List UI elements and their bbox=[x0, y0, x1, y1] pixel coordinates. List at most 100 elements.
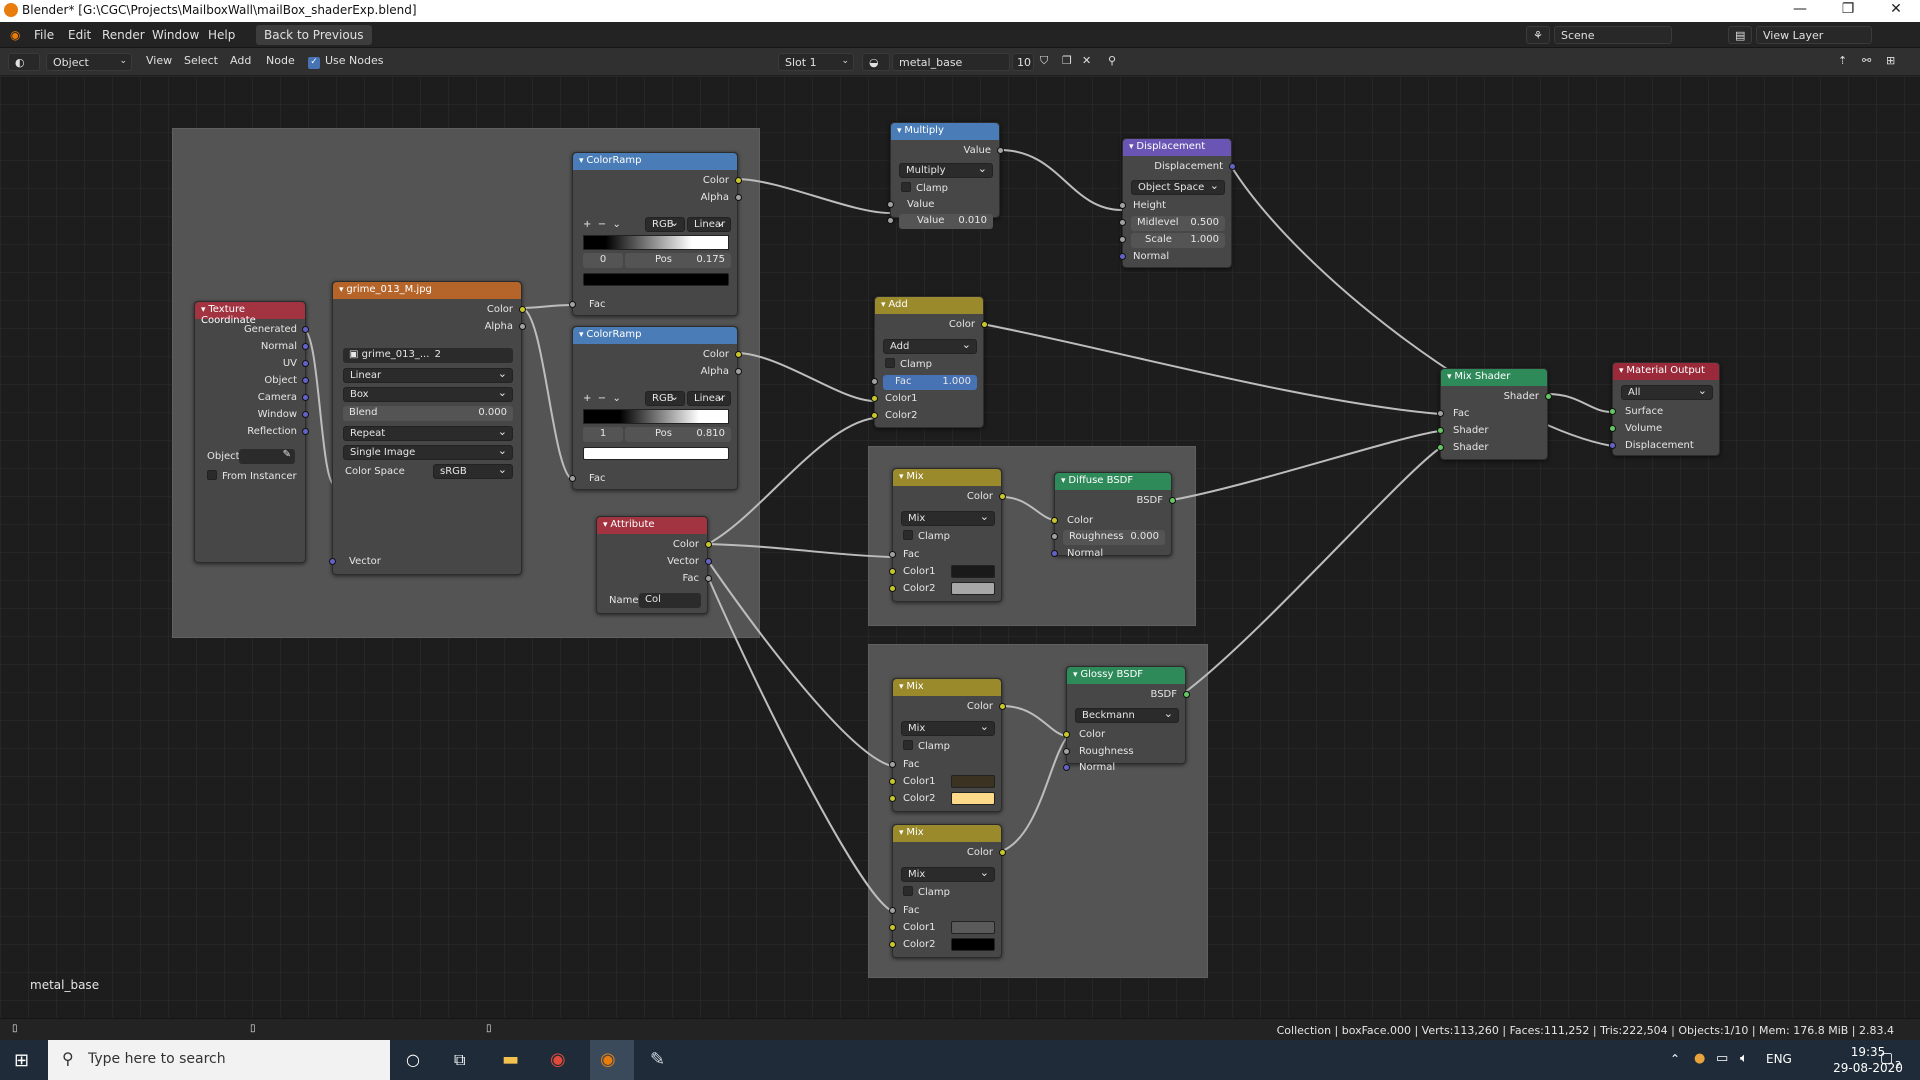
socket[interactable] bbox=[705, 541, 712, 548]
node-material-output[interactable]: Material Output All Surface Volume Displ… bbox=[1609, 362, 1720, 456]
node-mix-shader[interactable]: Mix Shader Shader Fac Shader Shader bbox=[1437, 368, 1552, 460]
node-image-texture[interactable]: grime_013_M.jpg Color Alpha ▣ grime_013_… bbox=[329, 281, 526, 575]
blender-taskbar-icon[interactable]: ◉ bbox=[600, 1049, 616, 1070]
socket[interactable] bbox=[1119, 202, 1126, 209]
socket[interactable] bbox=[999, 493, 1006, 500]
color2-swatch[interactable] bbox=[951, 938, 995, 951]
socket[interactable] bbox=[1229, 163, 1236, 170]
socket[interactable] bbox=[889, 585, 896, 592]
view-layer-field[interactable]: View Layer bbox=[1756, 26, 1872, 44]
socket[interactable] bbox=[887, 201, 894, 208]
snap-settings-icon[interactable]: ⊞ bbox=[1886, 54, 1896, 67]
socket[interactable] bbox=[1063, 764, 1070, 771]
space-dropdown[interactable]: Object Space bbox=[1131, 179, 1225, 195]
node-displacement[interactable]: Displacement Displacement Object Space H… bbox=[1119, 138, 1236, 268]
node-colorramp-1[interactable]: ColorRamp Color Alpha + − ⌄ RGB Linear 0… bbox=[569, 152, 742, 316]
socket[interactable] bbox=[1063, 731, 1070, 738]
socket[interactable] bbox=[889, 778, 896, 785]
unlink-material-icon[interactable]: ✕ bbox=[1082, 54, 1092, 67]
socket[interactable] bbox=[997, 147, 1004, 154]
socket[interactable] bbox=[887, 217, 894, 224]
socket[interactable] bbox=[1051, 550, 1058, 557]
blend-mode-dropdown[interactable]: Mix bbox=[901, 720, 995, 736]
socket[interactable] bbox=[519, 323, 526, 330]
color2-swatch[interactable] bbox=[951, 792, 995, 805]
menu-file[interactable]: File bbox=[34, 28, 55, 42]
socket[interactable] bbox=[569, 301, 576, 308]
object-type-dropdown[interactable]: Object⌄ bbox=[46, 53, 132, 71]
clamp-checkbox[interactable]: Clamp bbox=[901, 182, 948, 194]
node-glossy-bsdf[interactable]: Glossy BSDF BSDF Beckmann Color Roughnes… bbox=[1063, 666, 1190, 773]
taskbar-search[interactable]: ⚲ Type here to search bbox=[48, 1040, 390, 1080]
socket[interactable] bbox=[1609, 442, 1616, 449]
socket[interactable] bbox=[302, 428, 309, 435]
chrome-icon[interactable]: ◉ bbox=[550, 1049, 566, 1070]
ramp-mode-dropdown[interactable]: RGB bbox=[645, 390, 685, 406]
color2-swatch[interactable] bbox=[951, 582, 995, 595]
socket[interactable] bbox=[999, 703, 1006, 710]
interpolation-dropdown[interactable]: Linear bbox=[343, 367, 513, 383]
blend-mode-dropdown[interactable]: Mix bbox=[901, 510, 995, 526]
cortana-icon[interactable]: ○ bbox=[406, 1050, 420, 1069]
socket[interactable] bbox=[735, 194, 742, 201]
socket[interactable] bbox=[1437, 410, 1444, 417]
target-dropdown[interactable]: All bbox=[1621, 384, 1713, 400]
socket[interactable] bbox=[981, 321, 988, 328]
socket[interactable] bbox=[705, 575, 712, 582]
clamp-checkbox[interactable]: Clamp bbox=[903, 740, 950, 752]
menu-view[interactable]: View bbox=[146, 54, 173, 67]
socket[interactable] bbox=[302, 411, 309, 418]
ramp-color-swatch[interactable] bbox=[583, 447, 729, 460]
socket[interactable] bbox=[1169, 497, 1176, 504]
socket[interactable] bbox=[1183, 691, 1190, 698]
ramp-add-remove-icons[interactable]: + − ⌄ bbox=[583, 219, 621, 230]
scene-field[interactable]: Scene bbox=[1554, 26, 1672, 44]
node-mix-3[interactable]: Mix Color Mix Clamp Fac Color1 Color2 bbox=[889, 824, 1006, 958]
socket[interactable] bbox=[705, 558, 712, 565]
node-colorramp-2[interactable]: ColorRamp Color Alpha + − ⌄ RGB Linear 1… bbox=[569, 326, 742, 490]
color1-swatch[interactable] bbox=[951, 921, 995, 934]
clamp-checkbox[interactable]: Clamp bbox=[885, 358, 932, 370]
socket[interactable] bbox=[889, 941, 896, 948]
node-attribute[interactable]: Attribute Color Vector Fac Name: Col bbox=[596, 516, 712, 614]
node-multiply[interactable]: Multiply Value Multiply Clamp Value Valu… bbox=[887, 122, 1004, 229]
windows-start-icon[interactable]: ⊞ bbox=[14, 1050, 30, 1071]
socket[interactable] bbox=[569, 475, 576, 482]
socket[interactable] bbox=[1119, 253, 1126, 260]
object-field[interactable]: ✎ bbox=[239, 449, 295, 464]
socket[interactable] bbox=[1051, 517, 1058, 524]
eyedropper-icon[interactable]: ✎ bbox=[282, 449, 291, 460]
ramp-index-field[interactable]: 1 bbox=[583, 427, 623, 442]
clock-date[interactable]: 29-08-2020 bbox=[1833, 1061, 1903, 1075]
socket[interactable] bbox=[735, 351, 742, 358]
tray-expand-icon[interactable]: ⌃ bbox=[1670, 1052, 1681, 1066]
socket[interactable] bbox=[302, 326, 309, 333]
distribution-dropdown[interactable]: Beckmann bbox=[1075, 707, 1179, 723]
attribute-name-field[interactable]: Col bbox=[639, 593, 701, 608]
socket[interactable] bbox=[889, 551, 896, 558]
socket[interactable] bbox=[889, 568, 896, 575]
color-space-dropdown[interactable]: sRGB bbox=[433, 463, 513, 479]
node-mix-1[interactable]: Mix Color Mix Clamp Fac Color1 Color2 bbox=[889, 468, 1006, 602]
node-mix-2[interactable]: Mix Color Mix Clamp Fac Color1 Color2 bbox=[889, 678, 1006, 812]
source-dropdown[interactable]: Single Image bbox=[343, 444, 513, 460]
socket[interactable] bbox=[1437, 444, 1444, 451]
color1-swatch[interactable] bbox=[951, 775, 995, 788]
blend-mode-dropdown[interactable]: Mix bbox=[901, 866, 995, 882]
socket[interactable] bbox=[1609, 425, 1616, 432]
ramp-mode-dropdown[interactable]: RGB bbox=[645, 216, 685, 232]
socket[interactable] bbox=[1119, 219, 1126, 226]
socket[interactable] bbox=[999, 849, 1006, 856]
network-icon[interactable]: ▭ bbox=[1716, 1051, 1729, 1066]
language-indicator[interactable]: ENG bbox=[1766, 1052, 1792, 1066]
slot-dropdown[interactable]: Slot 1⌄ bbox=[778, 53, 854, 71]
file-explorer-icon[interactable]: ▬ bbox=[502, 1049, 520, 1070]
node-editor-canvas[interactable]: Texture Coordinate Generated Normal UV O… bbox=[0, 76, 1920, 1018]
material-name-field[interactable]: metal_base bbox=[892, 53, 1010, 71]
image-datablock[interactable]: ▣ grime_013_...2 bbox=[343, 348, 513, 363]
menu-select[interactable]: Select bbox=[184, 54, 218, 67]
snap-icon[interactable]: ⚯ bbox=[1862, 54, 1872, 67]
menu-render[interactable]: Render bbox=[102, 28, 145, 42]
